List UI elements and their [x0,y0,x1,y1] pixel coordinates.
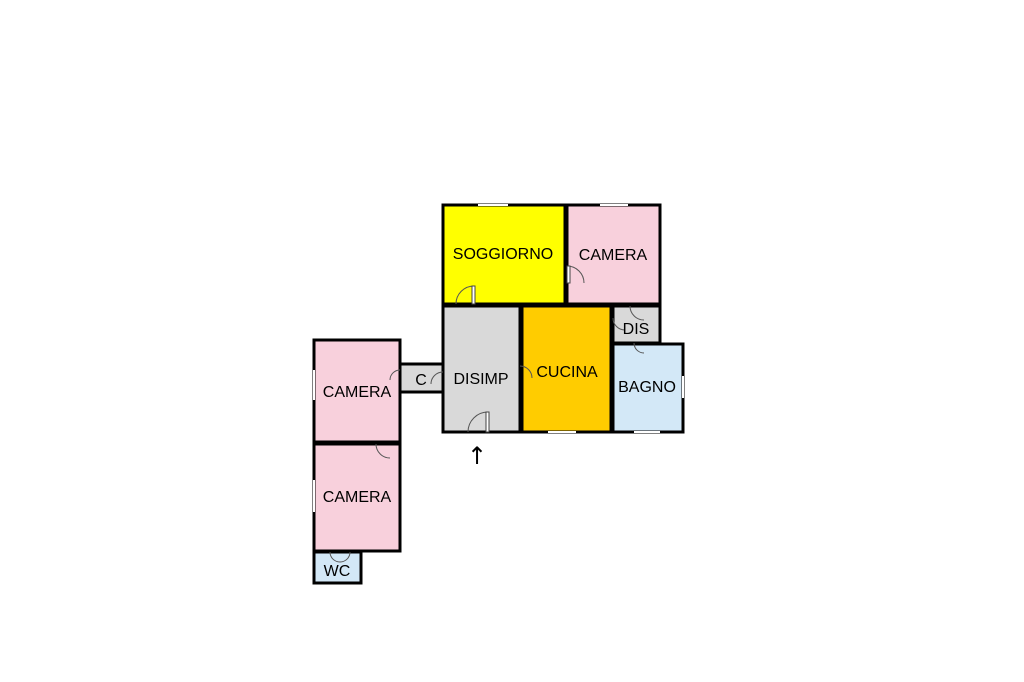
room-wc [312,550,363,585]
label-corridor: C [415,372,427,389]
entrance-arrow-icon: ↑ [467,442,487,470]
label-camera-top: CAMERA [579,247,648,264]
label-camera-left-top: CAMERA [323,384,392,401]
label-wc: WC [324,563,351,580]
door-camera-top [566,265,585,284]
label-disimp: DISIMP [453,371,508,388]
door-wc [329,551,351,563]
door-dis-left [612,317,626,331]
room-camera-top [565,203,662,306]
room-dis [611,304,662,345]
windows [313,204,684,512]
door-dis-top [629,305,645,321]
door-bagno [633,342,645,354]
room-disimp [441,304,522,434]
door-soggiorno [455,285,476,305]
room-camera-left-bottom [312,442,402,553]
label-dis: DIS [623,321,650,338]
label-cucina: CUCINA [536,364,598,381]
door-corridor-left [389,369,401,381]
room-corridor [398,362,445,394]
door-cucina [519,365,533,379]
door-disimp-left [430,371,444,385]
room-soggiorno [441,203,567,306]
door-camera-left-bottom [375,443,391,459]
label-camera-left-bottom: CAMERA [323,489,392,506]
door-entrance [467,411,490,433]
room-camera-left-top [312,338,402,444]
label-bagno: BAGNO [618,379,676,396]
room-bagno [611,342,685,434]
label-soggiorno: SOGGIORNO [453,246,553,263]
room-cucina [520,304,613,434]
